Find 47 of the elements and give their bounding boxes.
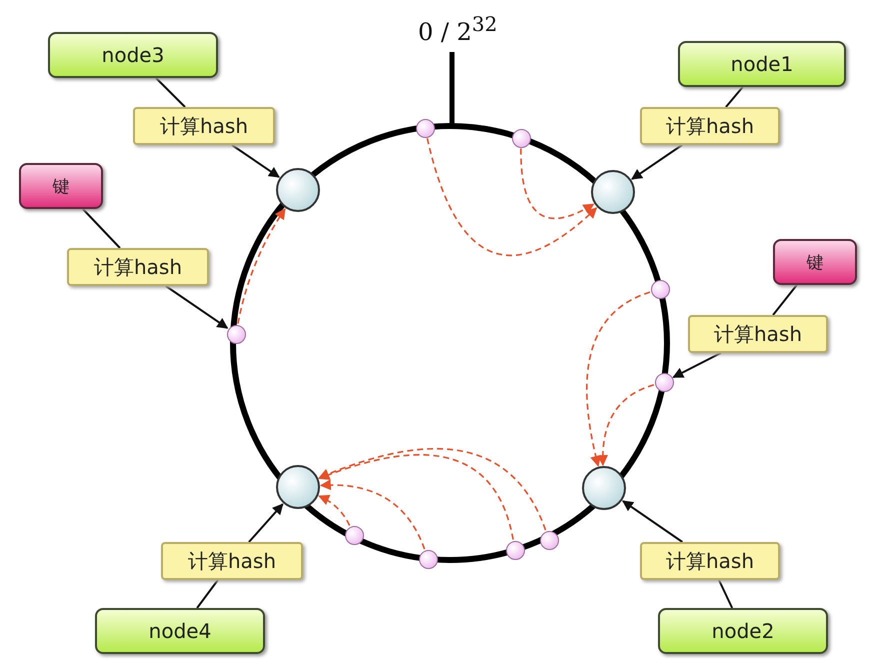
- dashed-arrow: [426, 138, 598, 256]
- key-box: 键: [19, 163, 103, 209]
- server-point-circle: [582, 466, 626, 510]
- key-point-circle: [512, 128, 530, 148]
- key-box: 键: [773, 239, 857, 285]
- arrow: [165, 285, 228, 329]
- hash-function-box: 计算hash: [688, 315, 828, 353]
- server-box: node4: [95, 608, 265, 654]
- hash-function-box: 计算hash: [640, 107, 780, 145]
- connector-line: [772, 284, 798, 316]
- connector-line: [718, 580, 734, 608]
- dashed-arrow: [237, 208, 286, 324]
- key-point-circle: [654, 372, 674, 392]
- connector-line: [82, 208, 121, 249]
- key-point-circle: [506, 540, 524, 560]
- dashed-arrow: [586, 291, 650, 467]
- dashed-arrow: [318, 454, 514, 540]
- dashed-arrow: [318, 448, 546, 530]
- server-point-circle: [276, 465, 320, 509]
- server-box: node3: [48, 32, 218, 78]
- arrow: [631, 144, 683, 180]
- arrow: [231, 144, 280, 178]
- ring-origin-label: 0 / 2$^{32}$: [418, 12, 498, 46]
- dashed-arrow: [320, 480, 426, 550]
- key-point-circle: [344, 526, 364, 544]
- server-point-circle: [591, 170, 635, 214]
- server-box: node2: [658, 608, 828, 654]
- server-point-circle: [276, 168, 320, 212]
- key-point-circle: [540, 530, 558, 550]
- dashed-arrow: [318, 495, 350, 526]
- key-point-circle: [226, 324, 246, 344]
- key-point-circle: [416, 118, 434, 138]
- arrow: [672, 352, 722, 378]
- hash-function-box: 计算hash: [161, 542, 303, 580]
- arrow: [248, 503, 284, 543]
- hash-function-box: 计算hash: [67, 248, 209, 286]
- hash-function-box: 计算hash: [133, 107, 275, 145]
- connector-line: [196, 579, 219, 609]
- key-point-circle: [650, 280, 670, 298]
- server-box: node1: [678, 41, 846, 87]
- dashed-arrow: [520, 148, 594, 220]
- hash-function-box: 计算hash: [640, 542, 780, 580]
- arrow: [622, 500, 683, 543]
- dashed-arrow: [597, 384, 654, 466]
- connector-line: [155, 77, 186, 108]
- key-point-circle: [418, 550, 438, 568]
- connector-line: [725, 86, 744, 108]
